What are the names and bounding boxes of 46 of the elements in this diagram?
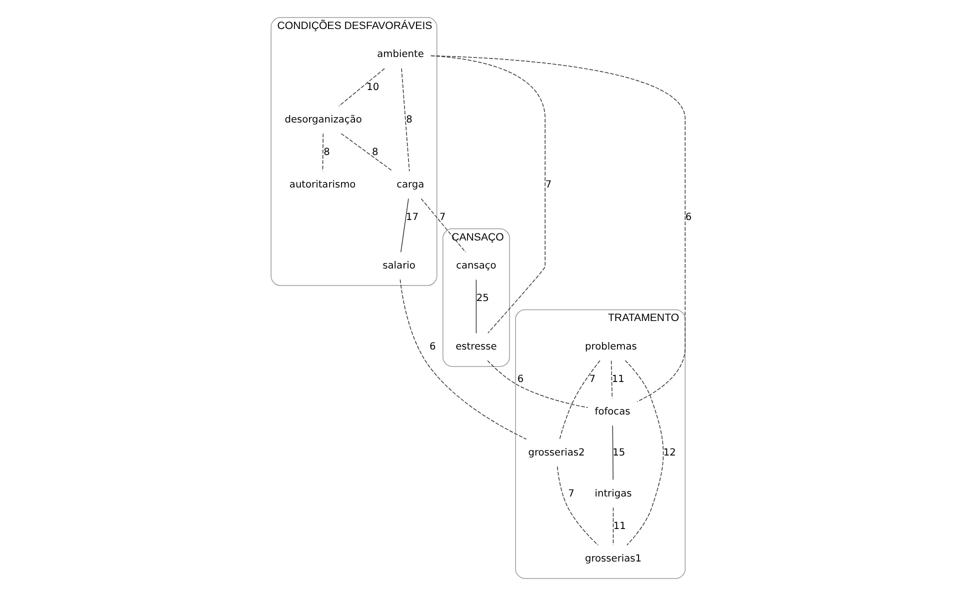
- connector: [624, 360, 664, 546]
- connector: [559, 360, 600, 440]
- edge-label: 11: [612, 374, 624, 385]
- edge-label: 8: [372, 146, 378, 158]
- node-text: intrigas: [594, 488, 632, 500]
- connector: [322, 133, 324, 172]
- connector: [610, 360, 613, 399]
- connector: [340, 133, 393, 172]
- connector: [487, 360, 588, 408]
- connector: [612, 425, 614, 480]
- connector: [556, 466, 598, 546]
- node-text: carga: [396, 179, 424, 190]
- connector: [430, 55, 686, 402]
- connector: [400, 279, 527, 440]
- edge-label: 17: [406, 212, 419, 223]
- node-text: cansaço: [456, 260, 496, 272]
- edge-label: 25: [476, 292, 489, 304]
- node-text: ambiente: [377, 49, 424, 60]
- edge-label: 6: [430, 341, 436, 352]
- node-text: desorganização: [284, 114, 362, 126]
- connector: [430, 55, 546, 334]
- node-text: problemas: [585, 341, 637, 352]
- edge-label: 8: [324, 146, 330, 158]
- connector: [476, 279, 477, 334]
- edge-label: 6: [685, 212, 692, 223]
- edge-label: 7: [589, 374, 596, 385]
- node-text: fofocas: [594, 406, 630, 418]
- edge-label: 8: [406, 114, 412, 126]
- connector: [420, 198, 466, 253]
- edge-label: 10: [366, 82, 380, 93]
- node-text: salario: [382, 260, 416, 272]
- node-text: grosserias2: [528, 447, 585, 458]
- edge-label: 6: [517, 374, 524, 385]
- connector: [400, 198, 409, 253]
- edge-label: 15: [612, 447, 626, 458]
- edge-label: 11: [613, 520, 626, 532]
- node-text: estresse: [456, 341, 497, 352]
- edge-label: 7: [568, 488, 574, 500]
- connector: [338, 68, 385, 106]
- edge-label: 7: [439, 212, 446, 223]
- edge-label: 7: [545, 179, 552, 190]
- connector: [401, 68, 410, 172]
- node-text: grosserias1: [584, 553, 642, 564]
- node-text: autoritarismo: [289, 179, 356, 190]
- edge-label: 12: [663, 447, 676, 458]
- connector: [612, 507, 614, 546]
